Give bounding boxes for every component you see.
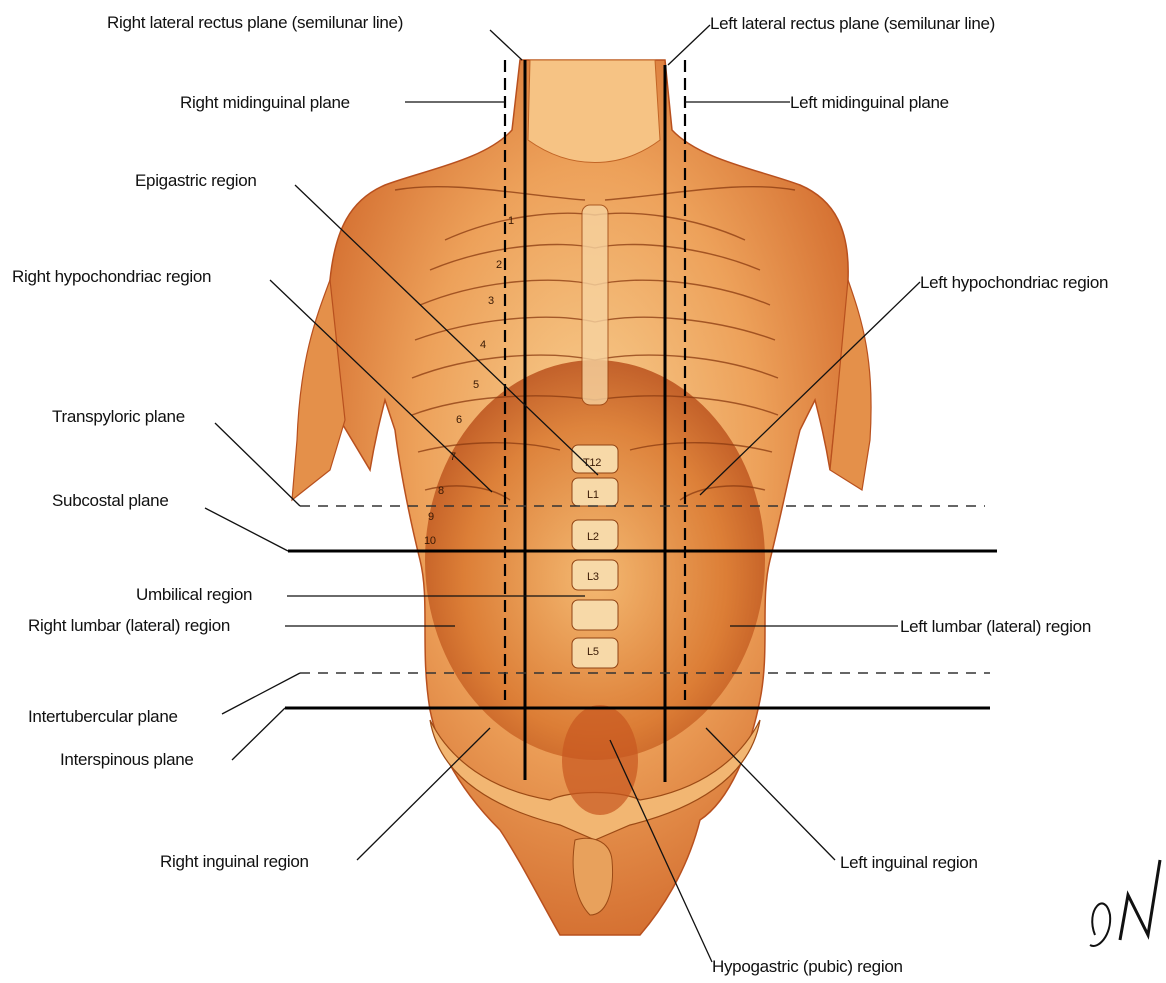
label-transpyloric: Transpyloric plane	[52, 407, 185, 426]
rib-number-5: 5	[473, 379, 479, 391]
rib-number-10: 10	[424, 535, 436, 547]
label-intertubercular: Intertubercular plane	[28, 707, 178, 726]
artist-signature	[1090, 860, 1160, 946]
rib-number-2: 2	[496, 259, 502, 271]
vertebra-label-l1: L1	[587, 489, 599, 501]
label-right-lumbar: Right lumbar (lateral) region	[28, 616, 230, 635]
label-interspinous: Interspinous plane	[60, 750, 194, 769]
label-epigastric: Epigastric region	[135, 171, 257, 190]
neck	[528, 60, 660, 163]
label-left-lateral-rectus: Left lateral rectus plane (semilunar lin…	[710, 14, 995, 33]
label-right-inguinal: Right inguinal region	[160, 852, 309, 871]
label-left-inguinal: Left inguinal region	[840, 853, 978, 872]
bladder	[562, 705, 638, 815]
label-left-lumbar: Left lumbar (lateral) region	[900, 617, 1091, 636]
label-right-midinguinal: Right midinguinal plane	[180, 93, 350, 112]
label-left-hypochondriac: Left hypochondriac region	[920, 273, 1108, 292]
rib-number-1: 1	[508, 215, 514, 227]
label-hypogastric: Hypogastric (pubic) region	[712, 957, 903, 976]
label-right-hypochondriac: Right hypochondriac region	[12, 267, 211, 286]
label-subcostal: Subcostal plane	[52, 491, 168, 510]
vertebra-label-l3: L3	[587, 571, 599, 583]
rib-number-4: 4	[480, 339, 486, 351]
rib-number-8: 8	[438, 485, 444, 497]
rib-number-6: 6	[456, 414, 462, 426]
vertebra-label-l2: L2	[587, 531, 599, 543]
label-right-lateral-rectus: Right lateral rectus plane (semilunar li…	[107, 13, 403, 32]
rib-number-3: 3	[488, 295, 494, 307]
torso-illustration	[292, 60, 871, 935]
vertebra-label-l5: L5	[587, 646, 599, 658]
label-umbilical: Umbilical region	[136, 585, 252, 604]
rib-number-9: 9	[428, 511, 434, 523]
label-left-midinguinal: Left midinguinal plane	[790, 93, 949, 112]
